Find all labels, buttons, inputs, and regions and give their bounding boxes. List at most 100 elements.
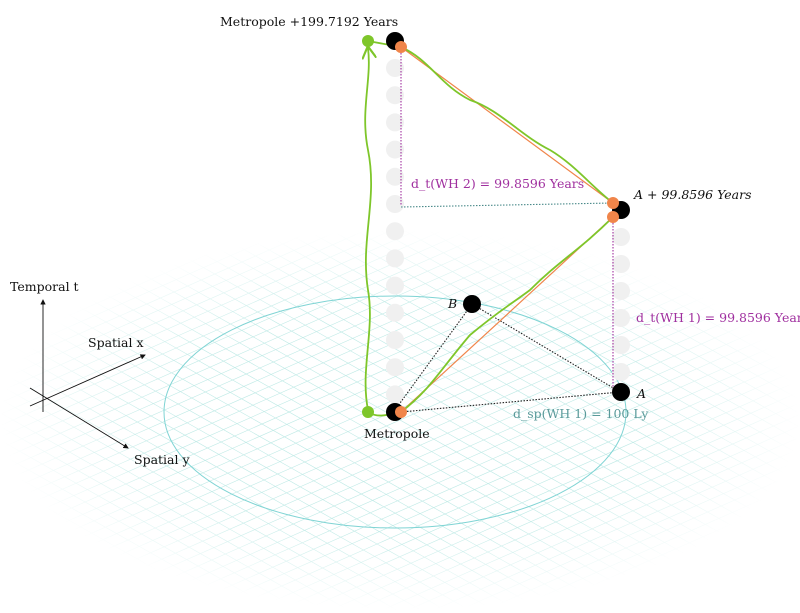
grid-line	[384, 0, 800, 236]
axis-spatial-x	[29, 354, 146, 407]
grid-line	[246, 368, 800, 613]
grid-line	[601, 0, 800, 113]
grid-line	[0, 206, 717, 613]
grid-line	[408, 0, 800, 223]
grid-line	[0, 549, 112, 613]
grid-line	[0, 316, 524, 613]
dt-wh1-label: d_t(WH 1) = 99.8596 Years	[636, 310, 800, 325]
grid-line	[0, 254, 800, 609]
grid-line	[0, 398, 379, 613]
wh2-horizontal-line	[400, 202, 614, 208]
grid-line	[555, 505, 800, 613]
grid-line	[0, 371, 427, 613]
b-label: B	[447, 296, 457, 311]
grid-line	[0, 118, 800, 472]
grid-line	[0, 6, 640, 290]
grid-line	[577, 0, 800, 127]
grid-line	[0, 58, 730, 381]
grid-line	[0, 77, 764, 415]
grid-line	[375, 425, 800, 613]
ghost-dot	[386, 113, 404, 132]
grid-line	[0, 535, 137, 613]
orange-a-upper-node	[607, 197, 619, 209]
grid-line	[0, 494, 209, 613]
grid-line	[219, 43, 800, 373]
grid-line	[0, 193, 741, 613]
grid-line	[0, 0, 372, 165]
grid-line	[297, 391, 800, 613]
ghost-dot	[612, 282, 630, 300]
grid-line	[0, 563, 88, 613]
grid-line	[0, 19, 662, 313]
grid-line	[168, 334, 800, 613]
axis-spatial-y-label: Spatial y	[134, 452, 190, 467]
grid-line	[220, 357, 800, 613]
a-future-label: A + 99.8596 Years	[633, 187, 752, 202]
ghost-dot	[386, 331, 404, 349]
grid-line	[39, 277, 800, 613]
b-node	[463, 295, 481, 313]
grid-line	[401, 436, 800, 613]
grid-line	[736, 584, 800, 613]
ghost-dot	[386, 167, 404, 186]
green-metropole-worldline	[365, 48, 371, 411]
green-path-upper	[400, 46, 614, 204]
grid-line	[0, 467, 258, 613]
grid-line	[626, 0, 800, 99]
ghost-worldline-dots	[386, 59, 630, 404]
grid-line	[0, 330, 499, 613]
grid-line	[0, 289, 572, 613]
grid-line	[0, 26, 673, 324]
grid-line	[97, 97, 800, 497]
grid-line	[788, 607, 800, 613]
grid-line	[478, 470, 800, 613]
green-top-node	[362, 35, 374, 47]
metropole-to-a-line	[400, 391, 621, 413]
grid-line	[0, 385, 403, 613]
grid-line	[65, 288, 800, 613]
grid-line	[0, 522, 161, 613]
grid-line	[0, 70, 753, 404]
grid-line	[452, 459, 800, 613]
ghost-dot	[612, 309, 630, 327]
grid-line	[206, 49, 800, 387]
metropole-label: Metropole	[364, 426, 430, 441]
grid-line	[0, 13, 651, 301]
grid-line	[359, 0, 800, 250]
grid-line	[0, 604, 16, 613]
green-path-lower	[367, 216, 614, 417]
b-to-a-line	[471, 303, 621, 393]
grid-line	[287, 13, 800, 305]
grid-line	[0, 590, 40, 613]
light-radius-circle	[163, 295, 627, 529]
grid-line	[15, 133, 800, 579]
grid-line	[581, 516, 800, 613]
grid-line	[504, 482, 800, 613]
grid-line	[233, 37, 800, 360]
orange-metropole-node	[395, 406, 407, 418]
grid-line	[0, 179, 766, 613]
grid-line	[143, 322, 800, 613]
grid-line	[179, 61, 800, 414]
grid-line	[659, 550, 800, 613]
ghost-dot	[386, 303, 404, 322]
grid-line	[0, 261, 620, 613]
grid-line	[301, 7, 800, 291]
grid-line	[247, 31, 800, 346]
grid-line	[323, 402, 800, 613]
grid-line	[43, 121, 800, 551]
grid-line	[56, 115, 800, 538]
grid-line	[151, 73, 800, 442]
grid-line	[0, 0, 628, 278]
grid-line	[0, 0, 578, 256]
ghost-dot	[386, 59, 404, 77]
grid-line	[0, 0, 527, 233]
grid-line	[0, 0, 346, 153]
grid-line	[117, 311, 800, 613]
grid-line	[0, 152, 800, 506]
ghost-dot	[612, 228, 630, 246]
grid-line	[456, 0, 800, 195]
grid-line	[0, 64, 741, 392]
grid-line	[530, 493, 800, 613]
